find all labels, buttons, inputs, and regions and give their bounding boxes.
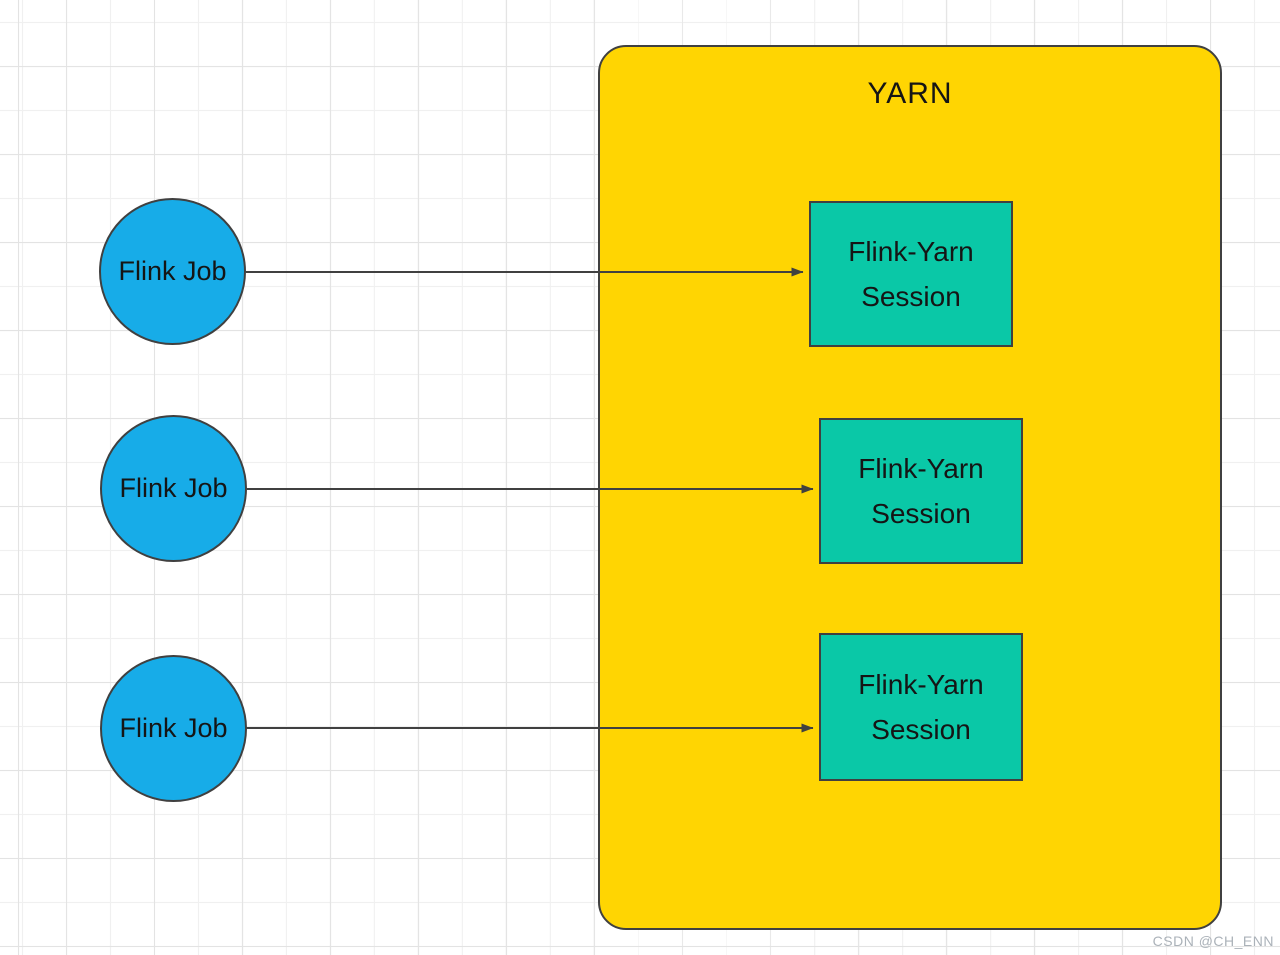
flink-yarn-session-node-3: Flink-Yarn Session [819,633,1023,781]
flink-job-node-3: Flink Job [100,655,247,802]
job-label: Flink Job [119,473,228,503]
yarn-container-node: YARN Flink-Yarn Session Flink-Yarn Sessi… [598,45,1222,930]
session-label: Flink-Yarn Session [858,669,984,745]
watermark: CSDN @CH_ENN [1152,933,1274,949]
flink-job-node-1: Flink Job [99,198,246,345]
flink-yarn-session-node-1: Flink-Yarn Session [809,201,1013,347]
yarn-title: YARN [867,77,953,110]
job-label: Flink Job [118,256,227,286]
session-label: Flink-Yarn Session [848,236,974,312]
job-label: Flink Job [119,713,228,743]
session-label: Flink-Yarn Session [858,453,984,529]
flink-job-node-2: Flink Job [100,415,247,562]
flink-yarn-session-node-2: Flink-Yarn Session [819,418,1023,564]
